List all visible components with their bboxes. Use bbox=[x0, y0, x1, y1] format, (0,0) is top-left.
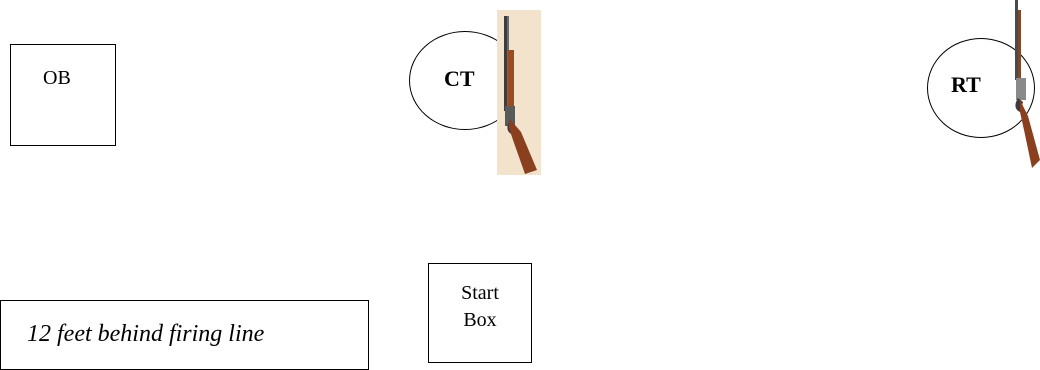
start-box-line1: Start bbox=[461, 282, 499, 304]
shotgun-icon bbox=[497, 10, 541, 175]
start-box: Start Box bbox=[428, 263, 532, 363]
ct-label: CT bbox=[444, 66, 475, 91]
rifle-icon bbox=[1015, 0, 1040, 168]
behind-firing-line-box: 12 feet behind firing line bbox=[0, 300, 369, 370]
start-box-line2: Box bbox=[463, 309, 497, 331]
rt-label: RT bbox=[951, 72, 981, 97]
ob-box: OB bbox=[10, 44, 116, 146]
behind-firing-line-text: 12 feet behind firing line bbox=[27, 321, 265, 347]
ob-label: OB bbox=[43, 67, 71, 89]
